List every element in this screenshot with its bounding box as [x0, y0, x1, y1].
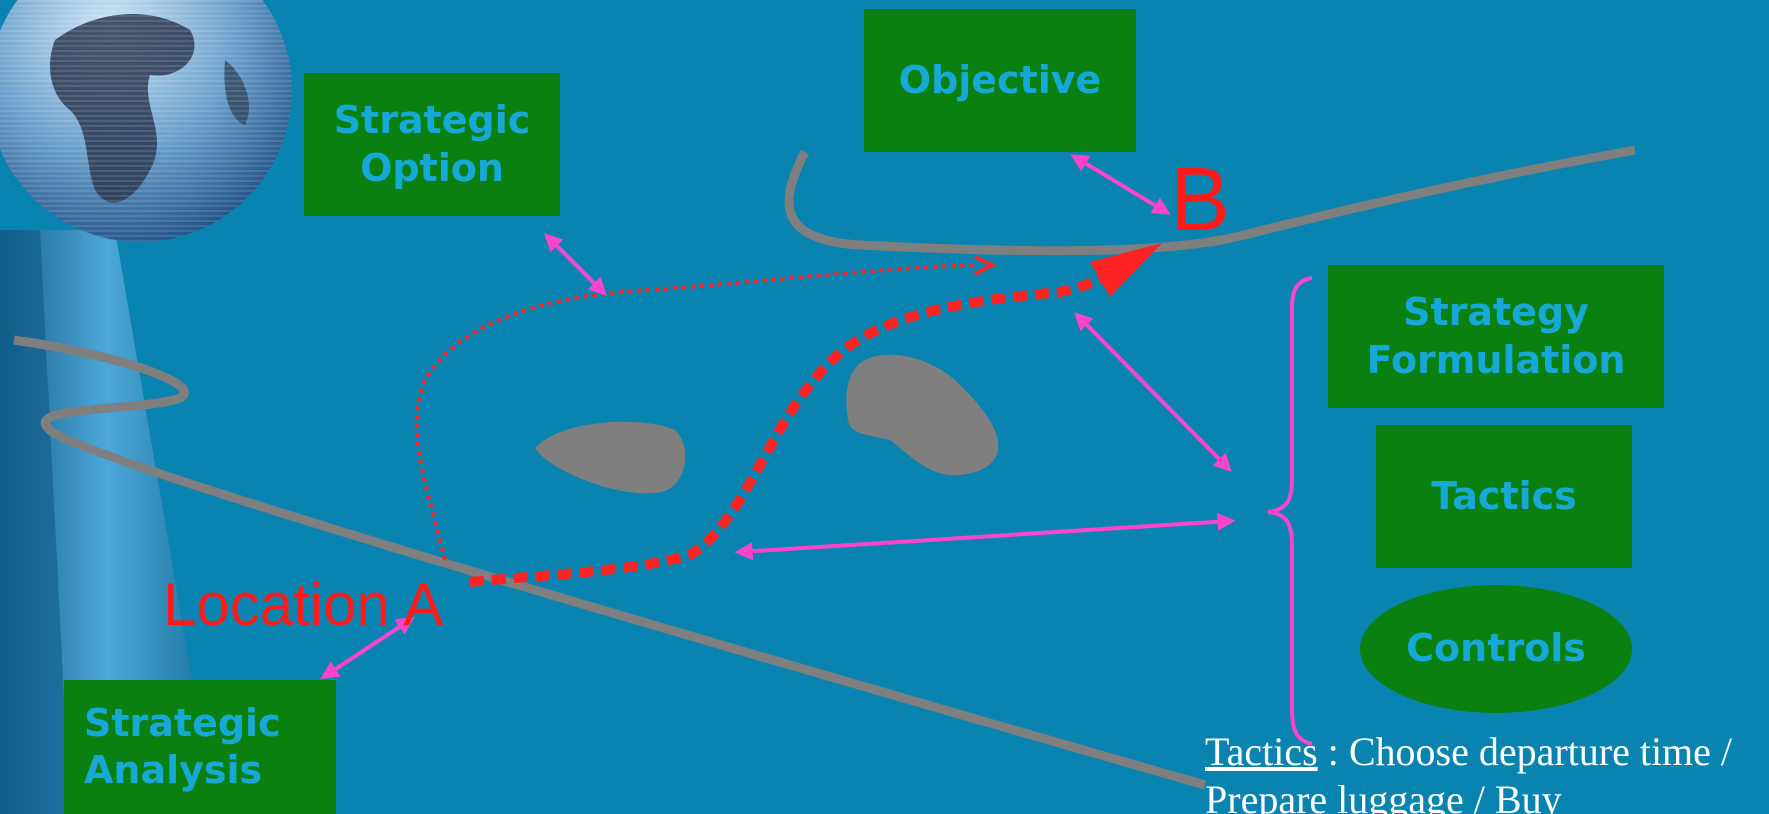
strategy-formulation-label: Strategy Formulation [1366, 290, 1626, 382]
tactics-box: Tactics [1376, 425, 1632, 568]
road-left [13, 335, 1207, 790]
location-a-label: Location A [163, 571, 444, 638]
globe-illustration [0, 0, 292, 814]
strategic-analysis-label: Strategic Analysis [84, 700, 281, 793]
route-strategy-arrowhead [1090, 243, 1162, 297]
controls-ellipse: Controls [1360, 585, 1632, 713]
tactics-caption: Tactics : Choose departure time / Prepar… [1205, 728, 1769, 814]
controls-label: Controls [1406, 626, 1586, 671]
connector-objective-b [1070, 154, 1171, 215]
objective-box: Objective [864, 9, 1136, 152]
route-option-arrowhead [974, 255, 997, 276]
strategic-analysis-box: Strategic Analysis [64, 680, 336, 814]
connector-analysis-location [320, 617, 415, 679]
route-strategy [469, 270, 1113, 587]
strategy-formulation-box: Strategy Formulation [1328, 265, 1664, 408]
caption-term: Tactics [1205, 729, 1318, 774]
strategic-option-label: Strategic Option [333, 98, 531, 190]
caption-text: : Choose departure time / Prepare luggag… [1205, 729, 1733, 814]
obstacle-left [535, 421, 686, 494]
brace [1267, 276, 1313, 746]
point-b-label: B [1170, 150, 1231, 250]
connector-formulation-route [1074, 312, 1232, 472]
connector-tactics-route [734, 512, 1236, 561]
road-top [784, 145, 1636, 256]
strategic-option-box: Strategic Option [304, 73, 560, 216]
connector-option-route [544, 233, 607, 296]
route-option [414, 263, 976, 561]
tactics-label: Tactics [1431, 473, 1577, 518]
objective-label: Objective [898, 57, 1102, 102]
obstacle-right [846, 354, 999, 476]
